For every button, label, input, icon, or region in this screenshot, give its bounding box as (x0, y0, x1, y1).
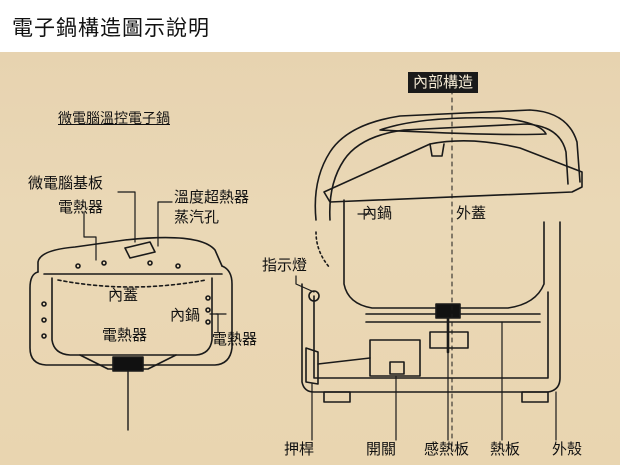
left-cooker-drawing (29, 236, 233, 431)
diagram-drawing (29, 81, 583, 451)
label-lever: 押桿 (284, 440, 315, 458)
label-inner-pot-right: 內鍋 (362, 204, 393, 222)
label-heater-bottom: 電熱器 (102, 326, 148, 344)
label-heater-side: 電熱器 (212, 330, 258, 348)
right-leaders (295, 213, 557, 441)
page-title: 電子鍋構造圖示說明 (12, 16, 210, 40)
right-indicator-light (308, 290, 320, 302)
right-outer-shell (301, 221, 561, 393)
right-cooker-drawing (301, 81, 583, 451)
label-outer-shell: 外殼 (552, 440, 583, 458)
left-heater-block (112, 356, 144, 372)
label-inner-pot-left: 內鍋 (170, 306, 201, 324)
left-lid (37, 236, 223, 273)
label-heater-top: 電熱器 (58, 198, 104, 216)
right-handle (314, 109, 581, 221)
left-leaders (83, 191, 227, 333)
label-thermostat-plate: 感熱板 (424, 440, 470, 458)
label-heating-plate: 熱板 (490, 440, 521, 458)
label-temp-fuse: 溫度超熱器 (174, 188, 250, 206)
left-inner-pot (51, 277, 213, 356)
left-panel-heading: 微電腦溫控電子鍋 (58, 111, 170, 127)
right-thermostat-block (435, 303, 461, 319)
label-inner-lid: 內蓋 (108, 286, 139, 304)
label-switch: 開關 (366, 440, 397, 458)
diagram-scan: 微電腦溫控電子鍋 微電腦基板 電熱器 溫度超熱器 蒸汽孔 內蓋 內鍋 電熱器 電… (0, 52, 620, 465)
label-outer-lid: 外蓋 (456, 204, 487, 222)
label-steam-vent: 蒸汽孔 (174, 208, 220, 226)
right-outer-lid (323, 140, 583, 203)
left-pcb (124, 241, 156, 259)
right-switch-box (369, 339, 421, 377)
label-indicator-light: 指示燈 (262, 256, 308, 274)
right-panel-heading: 內部構造 (408, 72, 479, 93)
label-pcb: 微電腦基板 (28, 174, 104, 192)
right-lever (305, 347, 319, 385)
